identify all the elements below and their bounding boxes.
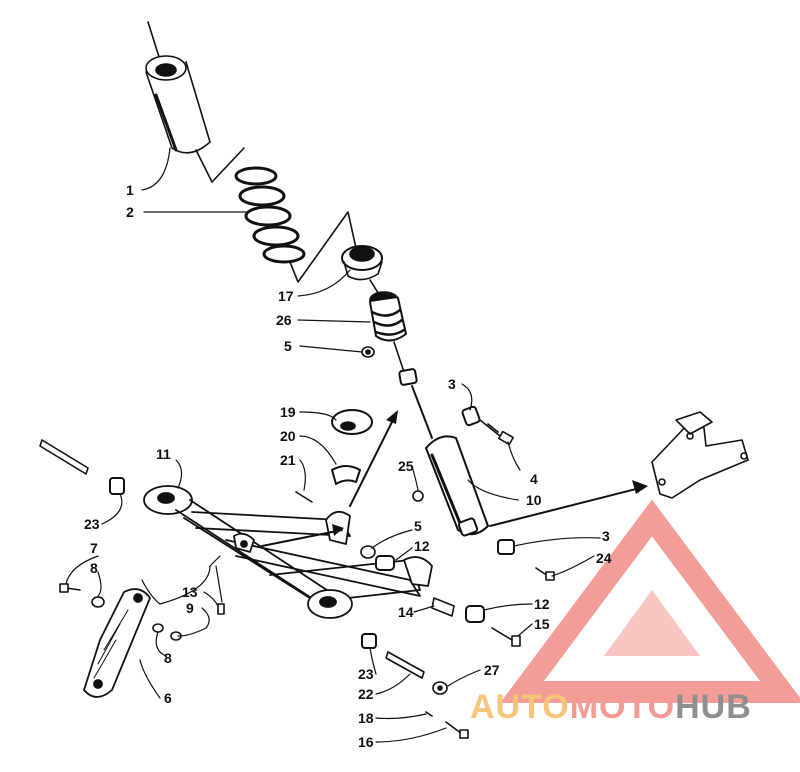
part-label: 5 [284,338,292,354]
part-label: 19 [280,404,296,420]
axle-rod-part [39,439,89,475]
assembly-arrows [261,410,648,547]
watermark-moto: MOTO [569,688,676,726]
spring-cover-part [145,55,211,154]
leader-lines [65,147,601,743]
clip-18-part [425,711,433,717]
part-label: 9 [186,600,194,616]
coil-spring-part [234,166,306,264]
steering-arm-part [83,588,151,698]
bump-stop-part [369,291,407,342]
part-label: 25 [398,458,414,474]
part-label: 20 [280,428,296,444]
part-label: 2 [126,204,134,220]
assembly-zigzag-line [195,147,245,183]
pin-22-part [385,651,425,679]
shock-axis-line [147,21,161,61]
bushing-12a-part [375,555,395,571]
small-bolt-part [217,603,225,615]
watermark-triangle-icon [500,499,800,703]
part-label: 6 [164,690,172,706]
part-label: 15 [534,616,550,632]
bushing-12b-part [465,605,485,623]
bolt-part [487,423,514,446]
part-label: 16 [358,734,374,750]
nut-5b-part [360,545,376,559]
bolt-7-part [59,583,81,593]
assembly-zigzag-line-2 [289,211,357,283]
part-label: 23 [84,516,100,532]
bolt-15-part [491,627,521,647]
bolt-16-part [445,721,469,739]
bolt-24-part [535,567,555,581]
mounting-bracket-part [651,411,749,499]
watermark-hub: HUB [675,688,752,726]
part-label: 26 [276,312,292,328]
part-label: 3 [448,376,456,392]
part-label: 24 [596,550,612,566]
watermark-logo: AUTOMOTOHUB [470,688,752,727]
bushing-3b-part [497,539,515,555]
bushing-part [461,405,481,427]
washer-8-part [91,596,105,608]
part-labels: 1 2 17 26 5 3 19 20 21 4 25 10 11 23 5 1… [84,182,612,750]
part-label: 3 [602,528,610,544]
part-label: 14 [398,604,414,620]
part-label: 8 [164,650,172,666]
part-label: 18 [358,710,374,726]
bushing-23b-part [361,633,377,649]
washer-8b-part [152,623,164,633]
part-label: 13 [182,584,198,600]
nut-part [361,346,375,358]
bushing-23-part [109,477,125,495]
nut-25-part [412,490,424,502]
part-label: 5 [414,518,422,534]
part-label: 8 [90,560,98,576]
cam-half-part [331,465,361,485]
part-label: 17 [278,288,294,304]
spring-retainer-part [341,245,383,281]
watermark-auto: AUTO [470,688,570,726]
part-label: 27 [484,662,500,678]
part-label: 4 [530,471,538,487]
part-label: 23 [358,666,374,682]
pin-part [295,491,313,503]
a-arm-frame-part [143,485,433,619]
part-label: 11 [156,446,171,462]
part-label: 12 [414,538,430,554]
part-label: 21 [280,452,296,468]
sleeve-14-part [431,597,455,617]
shock-absorber-part [398,368,489,537]
part-label: 7 [90,540,98,556]
part-label: 22 [358,686,374,702]
cam-washer-part [331,409,373,435]
part-label: 12 [534,596,550,612]
part-label: 10 [526,492,542,508]
part-label: 1 [126,182,134,198]
